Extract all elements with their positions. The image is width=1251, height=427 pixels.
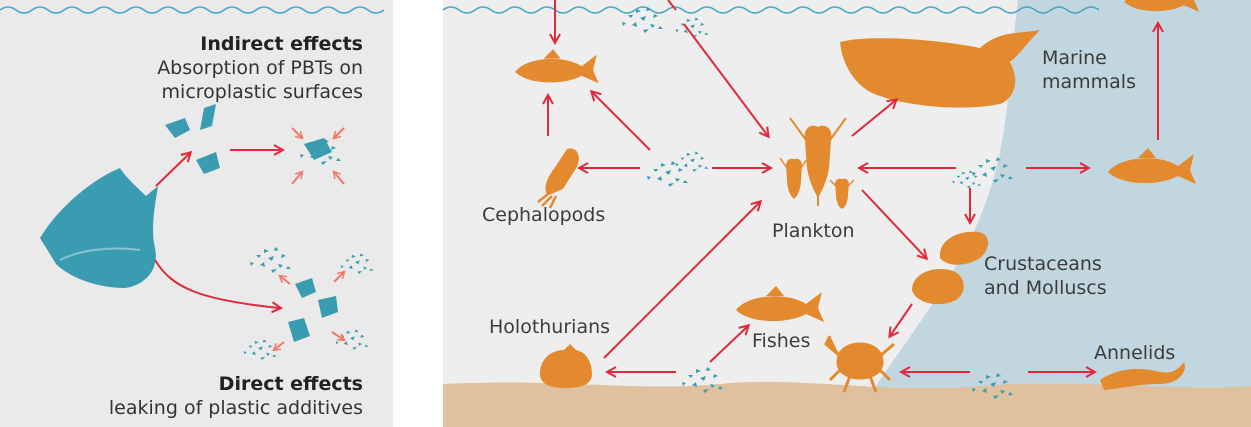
label-crustaceans-molluscs: Crustaceans and Molluscs (984, 252, 1107, 300)
label-holothurians: Holothurians (489, 316, 610, 338)
label-cephalopods: Cephalopods (482, 204, 605, 226)
label-marine-mammals-line1: Marine (1042, 46, 1136, 70)
direct-effects-title: Direct effects (109, 372, 363, 396)
label-crustaceans-line1: Crustaceans (984, 252, 1107, 276)
label-marine-mammals-line2: mammals (1042, 70, 1136, 94)
indirect-effects-line1: Absorption of PBTs on (157, 56, 363, 80)
indirect-effects-caption: Indirect effects Absorption of PBTs on m… (157, 32, 363, 104)
indirect-effects-title: Indirect effects (157, 32, 363, 56)
direct-effects-line1: leaking of plastic additives (109, 396, 363, 420)
seabed-area (443, 382, 1251, 427)
label-fishes: Fishes (752, 330, 810, 352)
label-marine-mammals: Marine mammals (1042, 46, 1136, 94)
direct-effects-caption: Direct effects leaking of plastic additi… (109, 372, 363, 420)
indirect-effects-line2: microplastic surfaces (157, 80, 363, 104)
label-crustaceans-line2: and Molluscs (984, 276, 1107, 300)
label-annelids: Annelids (1094, 342, 1175, 364)
label-plankton: Plankton (772, 220, 855, 242)
